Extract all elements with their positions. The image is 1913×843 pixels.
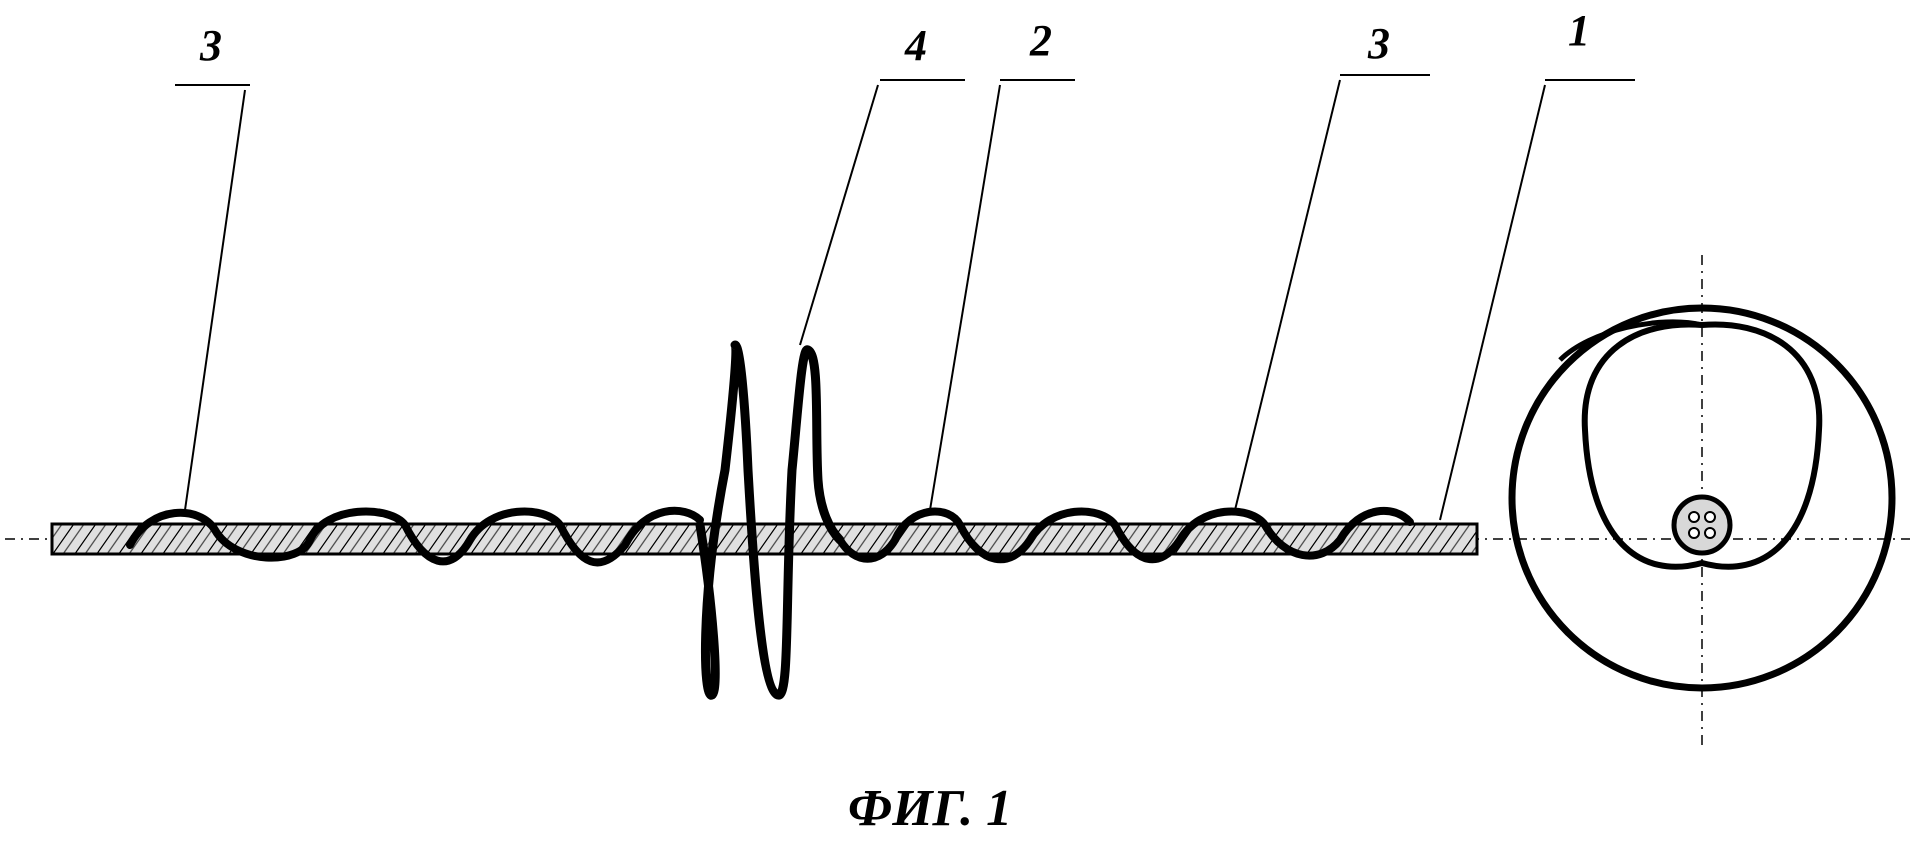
helical-wire (126, 506, 1414, 567)
leader-lines (175, 74, 1635, 521)
ref-label-4: 4 (904, 21, 927, 70)
cable (50, 522, 1479, 556)
figure-caption: ФИГ. 1 (848, 780, 1012, 837)
ref-label-3-right: 3 (1367, 19, 1390, 68)
ref-label-3-left: 3 (199, 21, 222, 70)
ref-label-2: 2 (1029, 16, 1052, 65)
coil-loop (695, 340, 845, 700)
ref-label-1: 1 (1568, 6, 1590, 55)
cross-section-view (1508, 304, 1896, 692)
